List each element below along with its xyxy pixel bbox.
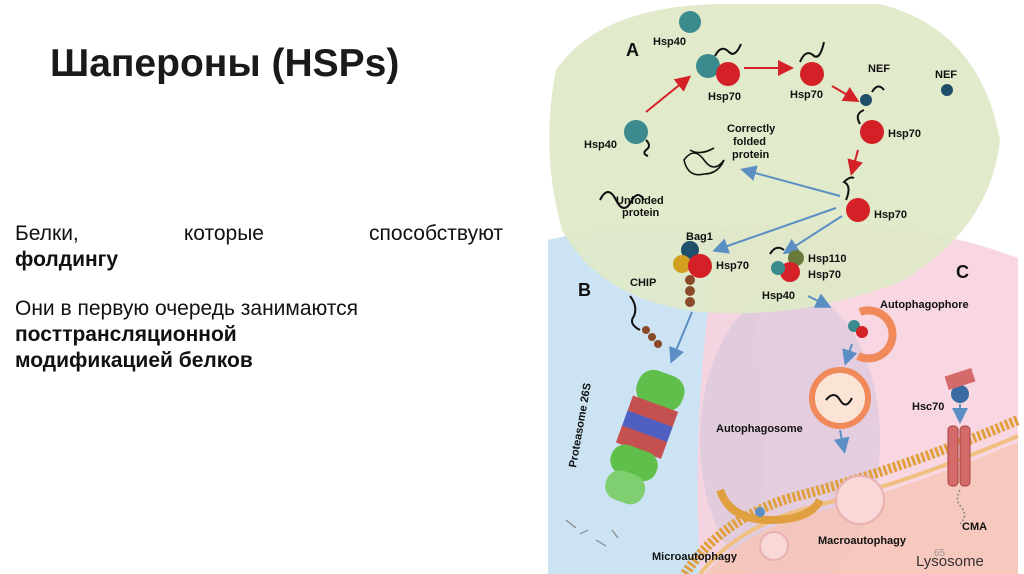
hsp70-label-3: Hsp70 xyxy=(888,128,921,140)
hsp70-label-4: Hsp70 xyxy=(874,209,907,221)
folded-protein-icon xyxy=(683,147,725,176)
autophagophore-label: Autophagophore xyxy=(880,299,969,311)
unfolded-protein-icon xyxy=(599,191,645,209)
hsp40-complex-icon xyxy=(696,54,720,78)
hsp40-top-icon xyxy=(679,11,701,33)
chip-label: CHIP xyxy=(630,277,656,289)
substrate-chain-2 xyxy=(799,41,825,63)
hsp70-label-1: Hsp70 xyxy=(708,91,741,103)
arrow-red-3 xyxy=(847,149,863,176)
bag1-label: Bag1 xyxy=(686,231,713,243)
correctly-folded-label-3: protein xyxy=(732,149,770,161)
region-overlap-ellipse xyxy=(700,290,880,574)
hsp40-top-label: Hsp40 xyxy=(653,36,686,48)
substrate-chain-1 xyxy=(714,43,742,57)
microautophagy-invagination-icon xyxy=(716,488,824,525)
slide-title: Шапероны (HSPs) xyxy=(50,42,400,85)
hsp70-icon-3 xyxy=(860,120,884,144)
correctly-folded-label-1: Correctly xyxy=(727,123,776,135)
hsp70-complex-icon xyxy=(716,62,740,86)
page-number: 65 xyxy=(934,548,946,559)
bag1-icon xyxy=(681,241,699,259)
paragraph-modification-text: Они в первую очередь занимаются xyxy=(15,297,359,320)
peptide-fragments xyxy=(565,519,619,547)
microautophagy-cargo xyxy=(755,507,765,517)
macroautophagy-vesicle-icon xyxy=(835,475,885,525)
lamp2a-receptor-icon xyxy=(947,425,971,487)
hsp110-label: Hsp110 xyxy=(808,253,847,265)
cma-substrate-icon xyxy=(944,368,976,390)
ubiquitin-chain xyxy=(685,275,695,307)
substrate-chain-6 xyxy=(643,139,650,157)
section-b-label: B xyxy=(578,280,591,300)
hsp40-left-icon xyxy=(624,120,648,144)
hsp40-left-label: Hsp40 xyxy=(584,139,617,151)
arrow-blue-autophagy xyxy=(807,293,832,308)
substrate-chain-5 xyxy=(842,176,855,201)
paragraph-folding-bold: фолдингу xyxy=(15,248,119,271)
hsp70-icon-2 xyxy=(800,62,824,86)
autophagophore-icon xyxy=(856,306,897,363)
arrow-blue-autophagosome xyxy=(842,343,858,366)
substrate-chain-b xyxy=(629,295,641,331)
proteasome-icon xyxy=(605,369,685,505)
arrow-blue-to-c xyxy=(782,215,843,255)
section-a-label: A xyxy=(626,40,639,60)
paragraph-folding: Белки, которые способствуют фолдингу xyxy=(15,221,503,273)
hsp70-complex-b-icon xyxy=(688,254,712,278)
arrow-blue-to-b xyxy=(712,207,837,254)
section-c-label: C xyxy=(956,262,969,282)
autophagosome-icon xyxy=(809,367,871,429)
correctly-folded-label-2: folded xyxy=(733,136,766,148)
arrow-red-2 xyxy=(831,85,860,103)
hsp110-icon xyxy=(788,250,804,266)
hsp70-label-6: Hsp70 xyxy=(808,269,841,281)
paragraph-modification-bold-2: модификацией белков xyxy=(15,349,253,372)
chip-icon xyxy=(673,255,691,273)
nef-bound-icon xyxy=(860,94,872,106)
autophagophore-cargo-2 xyxy=(856,326,868,338)
substrate-chain-c xyxy=(769,246,785,255)
hsp70-icon-4 xyxy=(846,198,870,222)
substrate-chain-3 xyxy=(871,85,885,93)
arrow-red-0 xyxy=(645,75,692,113)
hsp40-c-label: Hsp40 xyxy=(762,290,795,302)
hsc70-icon xyxy=(951,385,969,403)
hsp70-complex-c-icon xyxy=(780,262,800,282)
hsp40-complex-c-icon xyxy=(771,261,785,275)
hsc70-label: Hsc70 xyxy=(912,401,944,413)
nef-free-icon xyxy=(941,84,953,96)
microautophagy-vesicle-icon xyxy=(759,531,789,561)
cma-label: CMA xyxy=(962,521,987,533)
unfolded-label-1: Unfolded xyxy=(616,195,664,207)
macroautophagy-label: Macroautophagy xyxy=(818,535,907,547)
nef-label-2: NEF xyxy=(935,69,957,81)
unfolded-label-2: protein xyxy=(622,207,660,219)
nef-label-1: NEF xyxy=(868,63,890,75)
hsp70-label-2: Hsp70 xyxy=(790,89,823,101)
substrate-chain-4 xyxy=(856,109,865,125)
autophagosome-label: Autophagosome xyxy=(716,423,803,435)
region-a-background xyxy=(549,4,1000,314)
autophagosome-cargo xyxy=(825,394,853,406)
paragraph-modification: Они в первую очередь занимаются посттран… xyxy=(15,296,503,374)
arrow-blue-folding xyxy=(740,165,841,197)
microautophagy-label: Microautophagy xyxy=(652,551,738,563)
lysosome-label: Lysosome xyxy=(916,553,984,570)
hsp70-label-5: Hsp70 xyxy=(716,260,749,272)
ubiquitin-chain-2 xyxy=(642,326,662,348)
paragraph-modification-bold-1: посттрансляционной xyxy=(15,323,237,346)
paragraph-folding-text: Белки, которые способствуют xyxy=(15,222,503,245)
arrow-blue-proteasome xyxy=(669,311,693,364)
arrow-blue-macro xyxy=(833,429,850,454)
